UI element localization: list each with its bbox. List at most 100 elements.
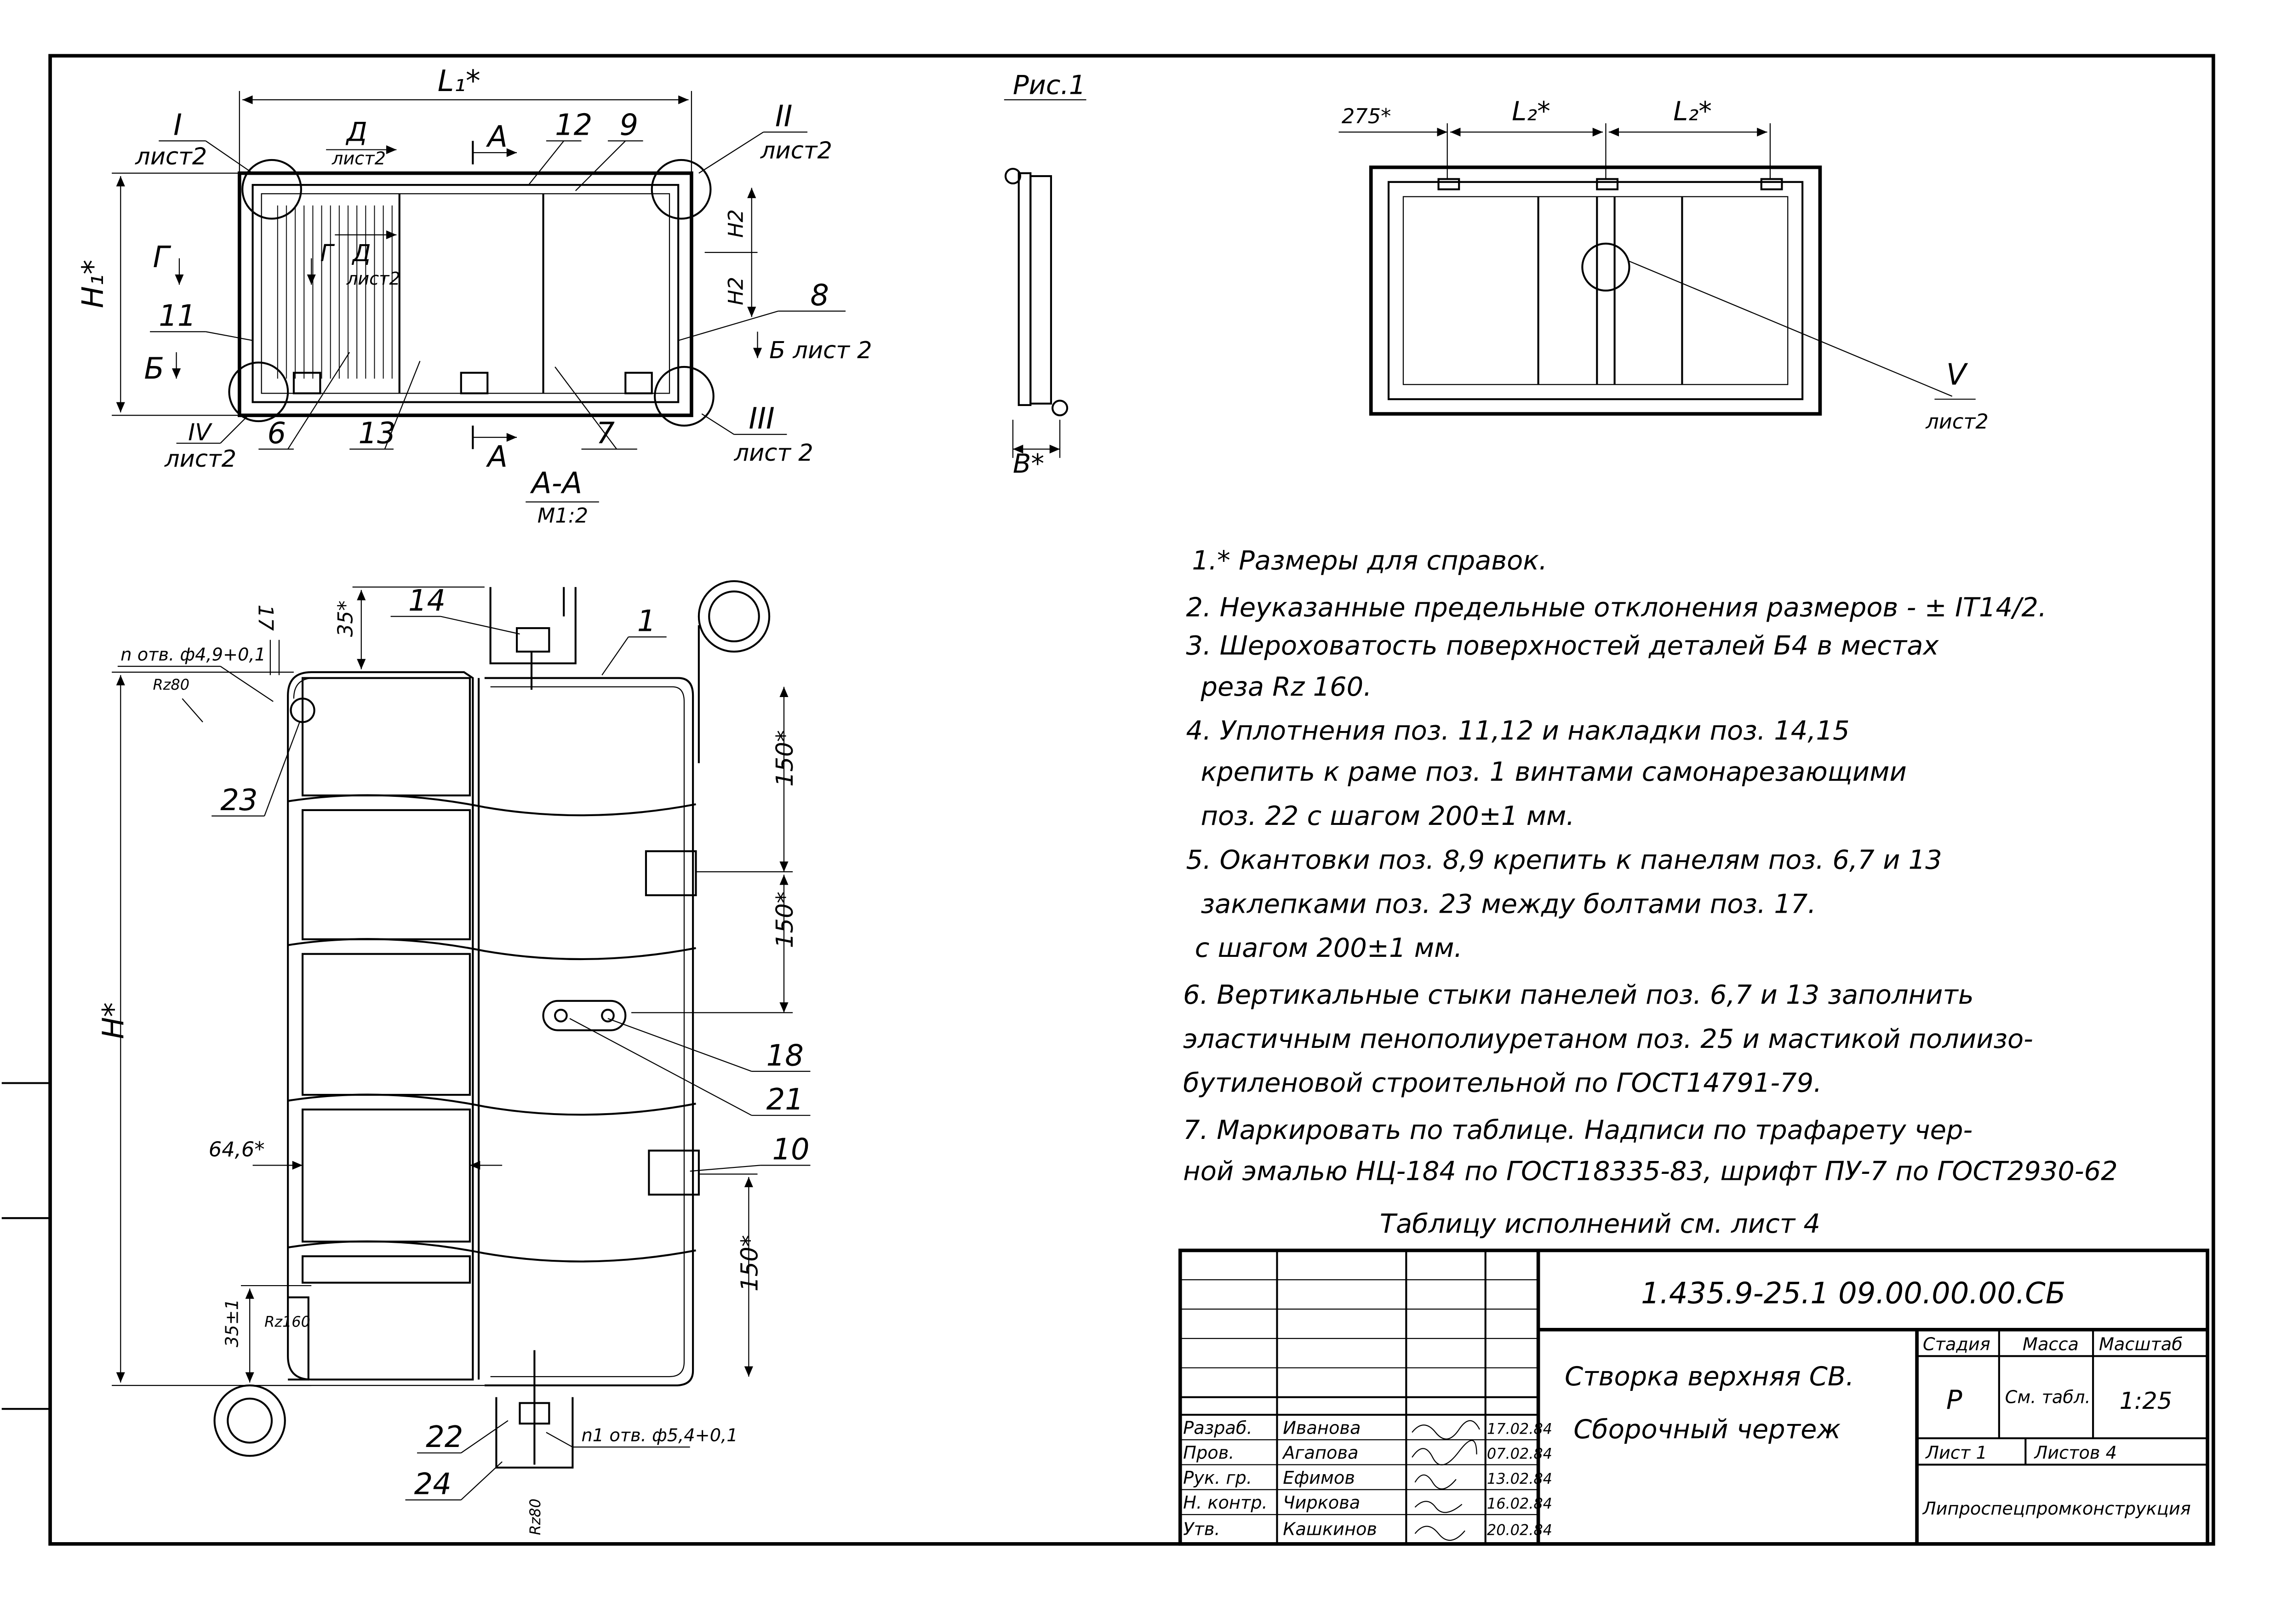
signature-3 bbox=[1414, 1501, 1463, 1513]
pos-10: 10 bbox=[772, 1133, 809, 1167]
mass-label: Масса bbox=[2023, 1334, 2079, 1355]
view-B-right: Б лист 2 bbox=[769, 337, 872, 364]
sheet-number: Лист 1 bbox=[1925, 1443, 1987, 1464]
sheets-count: Листов 4 bbox=[2033, 1443, 2117, 1464]
view-G2: Г bbox=[320, 240, 335, 267]
section-scale: М1:2 bbox=[537, 503, 588, 527]
mass-value: См. табл. bbox=[2005, 1387, 2091, 1407]
technical-notes: 1.* Размеры для справок. 2. Неуказанные … bbox=[1183, 545, 2118, 1239]
note-line-9: заклепками поз. 23 между болтами поз. 17… bbox=[1201, 888, 1816, 919]
note-line-8: 5. Окантовки поз. 8,9 крепить к панелям … bbox=[1186, 845, 1942, 875]
date-3: 16.02.84 bbox=[1487, 1495, 1552, 1512]
role-2: Рук. гр. bbox=[1183, 1468, 1252, 1488]
rz80-top: Rz80 bbox=[153, 676, 189, 693]
name-4: Кашкинов bbox=[1283, 1519, 1377, 1540]
note-line-3: 3. Шероховатость поверхностей деталей Б4… bbox=[1186, 630, 1939, 661]
section-view: H* 150* 150* 150* 35* 17 64,6* 35±1 Rz16… bbox=[97, 580, 811, 1535]
dim-150c: 150* bbox=[737, 1235, 764, 1292]
dim-L2b: L₂* bbox=[1673, 96, 1712, 127]
pos-1: 1 bbox=[637, 604, 656, 638]
pos-13: 13 bbox=[358, 417, 395, 451]
scale-value: 1:25 bbox=[2120, 1388, 2173, 1415]
callout-IV: IV bbox=[188, 419, 212, 446]
callout-circle-I bbox=[241, 159, 302, 220]
organization: Липроспецпромконструкция bbox=[1922, 1498, 2191, 1519]
callout-II: II bbox=[775, 99, 793, 133]
holes-bottom: n1 отв. ф5,4+0,1 bbox=[582, 1425, 738, 1446]
dim-64: 64,6* bbox=[209, 1138, 265, 1161]
signature-1 bbox=[1412, 1440, 1477, 1465]
name-1: Агапова bbox=[1281, 1443, 1358, 1464]
rz160: Rz160 bbox=[264, 1313, 310, 1330]
dim-L2a: L₂* bbox=[1512, 96, 1550, 127]
pos-11: 11 bbox=[159, 299, 196, 333]
callout-circle-IV bbox=[228, 361, 289, 423]
pos-22: 22 bbox=[426, 1420, 463, 1454]
sheet-ref-IV: лист2 bbox=[164, 446, 236, 473]
name-line-1: Створка верхняя СВ. bbox=[1565, 1361, 1854, 1392]
role-1: Пров. bbox=[1183, 1443, 1234, 1464]
view-B-left: Б bbox=[144, 352, 164, 386]
name-0: Иванова bbox=[1283, 1418, 1361, 1438]
pos-24: 24 bbox=[414, 1467, 452, 1501]
figure-label: Рис.1 bbox=[1013, 69, 1086, 100]
role-0: Разраб. bbox=[1183, 1418, 1252, 1438]
date-4: 20.02.84 bbox=[1487, 1521, 1552, 1539]
callout-circle-II bbox=[651, 159, 712, 220]
pos-8: 8 bbox=[810, 279, 829, 313]
scale-label: Масштаб bbox=[2099, 1334, 2183, 1355]
dim-150a: 150* bbox=[772, 730, 799, 787]
side-view: Рис.1 B* bbox=[1004, 69, 1086, 479]
view-D-sheet: лист2 bbox=[332, 148, 386, 169]
sheet-ref-III: лист 2 bbox=[733, 440, 813, 467]
dim-35b: 35±1 bbox=[222, 1299, 243, 1347]
section-A-bottom: А bbox=[486, 440, 508, 474]
note-line-14: 7. Маркировать по таблице. Надписи по тр… bbox=[1183, 1115, 1973, 1145]
view-G: Г bbox=[153, 240, 171, 274]
role-4: Утв. bbox=[1183, 1519, 1220, 1540]
note-line-4: реза Rz 160. bbox=[1200, 671, 1372, 702]
pos-17: 17 bbox=[253, 605, 277, 631]
signature-2 bbox=[1414, 1474, 1457, 1490]
name-3: Чиркова bbox=[1283, 1492, 1360, 1513]
callout-I: I bbox=[173, 109, 182, 143]
note-line-11: 6. Вертикальные стыки панелей поз. 6,7 и… bbox=[1183, 979, 1974, 1010]
callout-III: III bbox=[749, 402, 774, 436]
date-2: 13.02.84 bbox=[1487, 1470, 1552, 1487]
callout-V: V bbox=[1946, 358, 1968, 392]
note-line-6: крепить к раме поз. 1 винтами самонареза… bbox=[1201, 756, 1906, 787]
pos-23: 23 bbox=[220, 783, 257, 818]
pos-6: 6 bbox=[267, 417, 286, 451]
sheet-frame bbox=[1, 54, 2215, 1546]
stage-label: Стадия bbox=[1923, 1334, 1990, 1355]
note-line-10: с шагом 200±1 мм. bbox=[1195, 932, 1463, 963]
dim-B: B* bbox=[1013, 448, 1044, 479]
section-A-top: А bbox=[486, 120, 508, 154]
name-line-2: Сборочный чертеж bbox=[1573, 1414, 1841, 1445]
right-view: 275* L₂* L₂* V лист2 bbox=[1338, 96, 1989, 434]
sheet-ref-I: лист2 bbox=[135, 143, 207, 170]
note-line-1: 1.* Размеры для справок. bbox=[1192, 545, 1547, 576]
sheet-ref-V: лист2 bbox=[1925, 410, 1989, 434]
section-title: А-А bbox=[530, 466, 582, 500]
note-line-12: эластичным пенополиуретаном поз. 25 и ма… bbox=[1183, 1024, 2033, 1054]
note-line-15: ной эмалью НЦ-184 по ГОСТ18335-83, шрифт… bbox=[1183, 1155, 2118, 1186]
dim-H1: H₁* bbox=[76, 260, 110, 309]
callout-circle-V bbox=[1581, 242, 1630, 292]
signature-4 bbox=[1414, 1526, 1465, 1541]
holes-top: n отв. ф4,9+0,1 bbox=[120, 644, 266, 665]
table-note: Таблицу исполнений см. лист 4 bbox=[1380, 1208, 1820, 1239]
dim-275: 275* bbox=[1342, 104, 1391, 128]
plan-view: L₁* H₁* H2 H2 I лист2 II лист2 III лист … bbox=[76, 64, 872, 527]
date-0: 17.02.84 bbox=[1487, 1420, 1552, 1437]
name-2: Ефимов bbox=[1283, 1468, 1355, 1488]
dim-H2a: H2 bbox=[724, 209, 748, 238]
callout-circle-III bbox=[654, 366, 715, 427]
stage-value: Р bbox=[1946, 1384, 1962, 1415]
signature-0 bbox=[1412, 1420, 1480, 1440]
dim-H2b: H2 bbox=[724, 277, 748, 305]
rz80-bottom: Rz80 bbox=[526, 1498, 544, 1535]
title-block: Разраб. Иванова 17.02.84 Пров. Агапова 0… bbox=[1178, 1248, 2209, 1546]
pos-9: 9 bbox=[620, 109, 639, 143]
